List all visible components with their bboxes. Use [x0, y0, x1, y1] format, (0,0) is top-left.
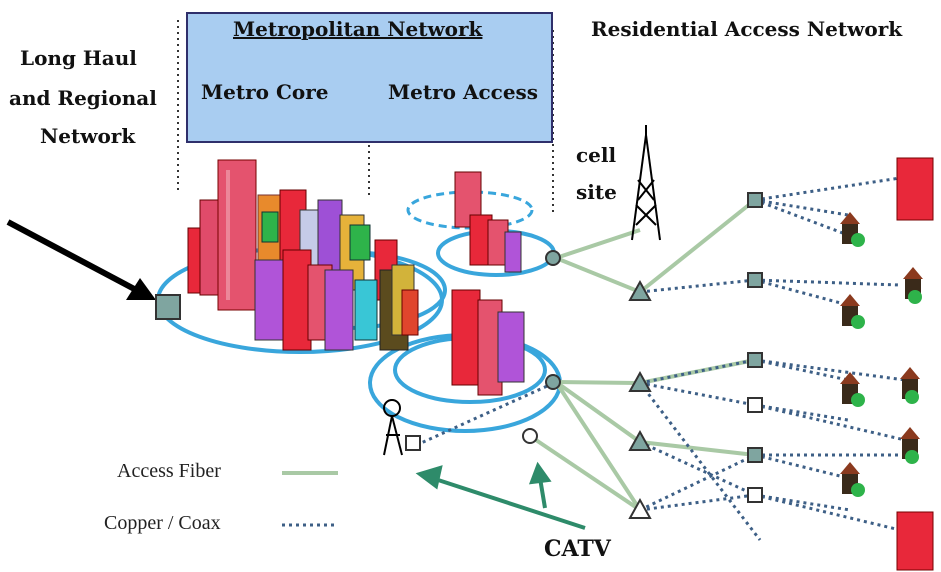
- catv-node: [522, 428, 538, 444]
- metro-access-label: Metro Access: [388, 80, 539, 104]
- house-icons: [840, 212, 923, 497]
- long-haul-node: [155, 294, 181, 320]
- metro-title: Metropolitan Network: [233, 17, 483, 41]
- splitter-squares: [747, 192, 763, 503]
- catv-headend-node: [405, 435, 421, 451]
- legend-copper-coax: Copper / Coax: [104, 512, 221, 534]
- long-haul-line-3: Network: [40, 124, 136, 148]
- long-haul-line-1: Long Haul: [20, 46, 137, 70]
- cell-site-label-1: cell: [576, 143, 617, 167]
- copper-coax-lines: [409, 176, 906, 541]
- metro-access-buildings-top: [454, 171, 522, 273]
- remote-terminal-triangles: [628, 279, 652, 519]
- office-building-icons: [896, 157, 934, 571]
- residential-access-title: Residential Access Network: [591, 17, 903, 41]
- metro-core-buildings: [187, 159, 419, 351]
- metropolitan-network-box: [186, 12, 553, 143]
- catv-arrows: [415, 461, 586, 530]
- long-haul-line-2: and Regional: [9, 86, 157, 110]
- access-node-bottom: [545, 374, 561, 390]
- catv-headend-icon: [383, 399, 403, 456]
- cell-tower-icon: [631, 125, 661, 241]
- legend-access-fiber: Access Fiber: [117, 460, 221, 482]
- catv-label: CATV: [544, 536, 611, 562]
- metro-core-label: Metro Core: [201, 80, 329, 104]
- cell-site-label-2: site: [576, 180, 617, 204]
- access-node-top: [545, 250, 561, 266]
- long-haul-arrow: [6, 219, 156, 300]
- metro-access-buildings-bottom: [451, 289, 525, 396]
- access-fiber-lines: [528, 198, 757, 512]
